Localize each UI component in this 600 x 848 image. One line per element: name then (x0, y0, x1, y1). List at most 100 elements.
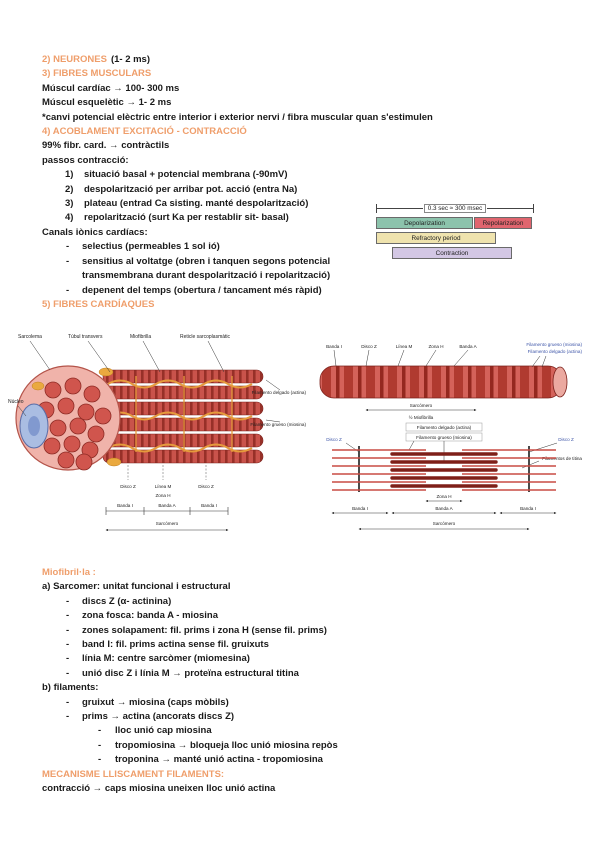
sub-bullet-item: lloc unió cap miosina (42, 724, 567, 739)
z-discs (358, 446, 530, 492)
step-item: 1)situació basal + potencial membrana (-… (42, 168, 567, 182)
label-banda-i-right: Banda I (520, 506, 536, 511)
myofibril-cylinder (319, 365, 563, 399)
line-filaments: b) filaments: (42, 682, 99, 694)
label-filamento-grueso: Filamento grueso (miosina) (526, 342, 582, 347)
line-muscul-cardiac: Múscul cardíac → 100- 300 ms (42, 82, 180, 94)
step-number: 4) (65, 212, 74, 224)
bar-contraction: Contraction (392, 247, 512, 259)
label-disco-z-right: Disco Z (558, 437, 574, 442)
bullet-continuation: transmembrana durant despolarització i r… (82, 270, 331, 282)
line-canvi-potencial: *canvi potencial elèctric entre interior… (42, 111, 433, 123)
step-text: despolarització per arribar pot. acció (… (84, 183, 298, 195)
line-fibr-card: 99% fibr. card. → contràctils (42, 140, 170, 152)
step-number: 3) (65, 198, 74, 210)
step-text: plateau (entrad Ca sisting. manté despol… (84, 198, 309, 210)
thin-label-box (405, 422, 483, 432)
timing-row-1: Depolarization Repolarization (376, 217, 540, 229)
label-sarcomero: Sarcómero (156, 521, 179, 526)
step-item: 2) despolarització per arribar pot. acció… (42, 183, 567, 197)
bullet-item: sensitius al voltatge (obren i tanquen s… (42, 255, 567, 270)
label-sarcolema: Sarcolema (18, 334, 42, 340)
label-banda-i: Banda I (117, 503, 133, 508)
bullet-item: selectius (permeables 1 sol ió) (42, 240, 567, 255)
figure-muscle-fiber-3d: Sarcolema Túbul transvers Miofibrilla Re… (8, 328, 308, 551)
band-leader-lines (127, 465, 207, 480)
label-half-miofibrilla: ½ Miofibrilla (409, 414, 434, 420)
label-zona-h: Zona H (155, 493, 170, 498)
label-filament-prim: Filamento delgado (actina) (252, 390, 307, 395)
heading-mecanisme: MECANISME LLISCAMENT FILAMENTS: (42, 768, 225, 780)
label-banda-a-bottom: Banda A (435, 506, 453, 511)
leader-lines (17, 340, 281, 423)
measure-line (487, 207, 533, 209)
timing-row-2: Refractory period (376, 232, 540, 244)
step-number: 1) (65, 169, 74, 181)
label-sarcomero: Sarcómero (410, 403, 433, 408)
thin-filaments-actin (332, 449, 556, 491)
line-passos-contraccio: passos contracció: (42, 154, 129, 166)
sarcomere-illustration: Banda I Disco Z Línea M Zona H Banda A F… (319, 342, 583, 531)
heading-neurones-label: 2) NEURONES (42, 54, 107, 65)
label-banda-i: Banda I (201, 503, 217, 508)
band-measure-lines (105, 507, 229, 515)
figure-sarcomere: Banda I Disco Z Línea M Zona H Banda A F… (314, 340, 584, 545)
step-text: repolarització (surt Ka per restablir si… (84, 212, 289, 224)
label-linea-m: Línea M (396, 344, 413, 349)
label-zona-h-bottom: Zona H (436, 494, 451, 499)
label-banda-a: Banda A (158, 503, 176, 508)
label-disco-z: Disco Z (361, 344, 377, 349)
measure-tick (533, 203, 534, 213)
bar-refractory-period: Refractory period (376, 232, 496, 244)
heading-fibres-musculars: 3) FIBRES MUSCULARS (42, 68, 152, 80)
label-sarcomero-bottom: Sarcómero (433, 521, 456, 526)
label-linea-m: Línea M (155, 484, 172, 489)
bullet-item: prims → actina (ancorats discs Z) (42, 710, 567, 725)
thick-filaments-myosin (390, 452, 498, 488)
bullet-item: band I: fil. prims actina sense fil. gru… (42, 638, 567, 653)
heading-neurones: 2) NEURONES(1- 2 ms) (42, 53, 567, 67)
neurones-duration: (1- 2 ms) (110, 54, 151, 65)
label-banda-i-left: Banda I (352, 506, 368, 511)
measure-tick (376, 203, 377, 213)
notes-top-block: 2) NEURONES(1- 2 ms) 3) FIBRES MUSCULARS… (42, 53, 567, 312)
step-item: 4) repolarització (surt Ka per restablir … (42, 211, 567, 225)
label-filament-gruixut: Filamento grueso (miosina) (250, 422, 306, 427)
bullet-item: línia M: centre sarcòmer (miomesina) (42, 652, 567, 667)
label-nucleo: Núcleo (8, 399, 24, 405)
sub-bullet-item: troponina → manté unió actina - tropomio… (42, 753, 567, 768)
myofibril-cross-sections (37, 377, 112, 471)
line-sarcomer: a) Sarcomer: unitat funcional i estructu… (42, 581, 231, 593)
heading-fibres-cardiaques: 5) FIBRES CARDÍAQUES (42, 298, 155, 310)
bar-depolarization: Depolarization (376, 217, 473, 229)
label-zona-h: Zona H (428, 344, 443, 349)
step-item: 3) plateau (entrad Ca sisting. manté desp… (42, 197, 567, 211)
label-tubul-transvers: Túbul transvers (68, 334, 103, 340)
line-canals-ionics: Canals iònics cardíacs: (42, 226, 148, 238)
step-number: 2) (65, 183, 74, 195)
sarcoplasmic-reticulum (107, 376, 253, 453)
measure-line (377, 207, 423, 209)
bullet-item: depenent del temps (obertura / tancament… (42, 284, 567, 299)
label-reticle-sarcoplasmatic: Reticle sarcoplasmàtic (180, 334, 231, 340)
line-muscul-esqueletic: Múscul esquelètic → 1- 2 ms (42, 97, 172, 109)
label-disco-z: Disco Z (198, 484, 214, 489)
label-filamento-delgado: Filamento delgado (actina) (528, 349, 583, 354)
reticulum-surface-blobs (31, 367, 122, 467)
label-filamento-delgado-detail: Filamento delgado (actina) (417, 425, 472, 430)
bar-repolarization: Repolarization (474, 217, 532, 229)
notes-bottom-block: Miofibril·la : a) Sarcomer: unitat funci… (42, 566, 567, 797)
sub-bullet-item: tropomiosina → bloqueja lloc unió miosin… (42, 739, 567, 754)
label-titina: Filamentos de titina (542, 456, 582, 461)
label-miofibrilla: Miofibrilla (130, 334, 151, 340)
label-banda-i: Banda I (326, 344, 342, 349)
bullet-item: gruixut → miosina (caps mòbils) (42, 696, 567, 711)
bullet-item: zona fosca: banda A - miosina (42, 609, 567, 624)
bullet-item: zones solapament: fil. prims i zona H (s… (42, 624, 567, 639)
timing-measure: 0.3 sec ≈ 300 msec (376, 202, 534, 214)
cylinder-end-cap (552, 366, 568, 398)
bullet-item: discs Z (α- actinina) (42, 595, 567, 610)
timing-caption: 0.3 sec ≈ 300 msec (423, 203, 487, 213)
label-disco-z: Disco Z (120, 484, 136, 489)
